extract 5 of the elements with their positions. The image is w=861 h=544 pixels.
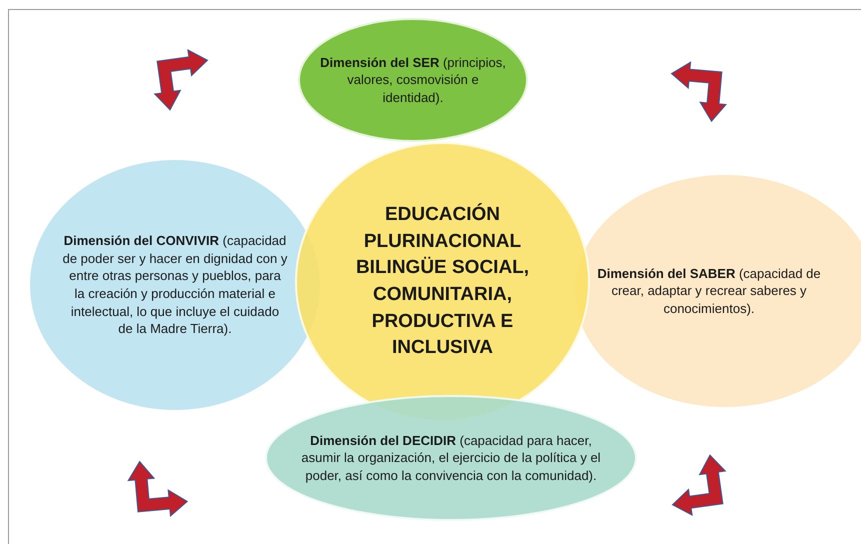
center-title: EDUCACIÓN PLURINACIONAL BILINGÜE SOCIAL, COMUNITARIA, PRODUCTIVA E INCLUSIVA [354, 202, 530, 360]
dimension-text: Dimensión del SER (principios, valores, cosmovisión e identidad). [319, 54, 507, 106]
dimension-text: Dimensión del SABER (capacidad de crear, adaptar y recrear saberes y conocimientos). [596, 264, 822, 318]
dimension-text: Dimensión del DECIDIR (capacidad para hacer, asumir la organización, el ejercicio de la política y el poder, así como la convivencia con la comunidad). [301, 432, 601, 484]
dimension-text: Dimensión del CONVIVIR (capacidad de poder ser y hacer en dignidad con y entre otras personas y pueblos, para la creación y producción material e intelectual, lo que incluye el cuidado de la Madre Tierra). [62, 232, 288, 338]
